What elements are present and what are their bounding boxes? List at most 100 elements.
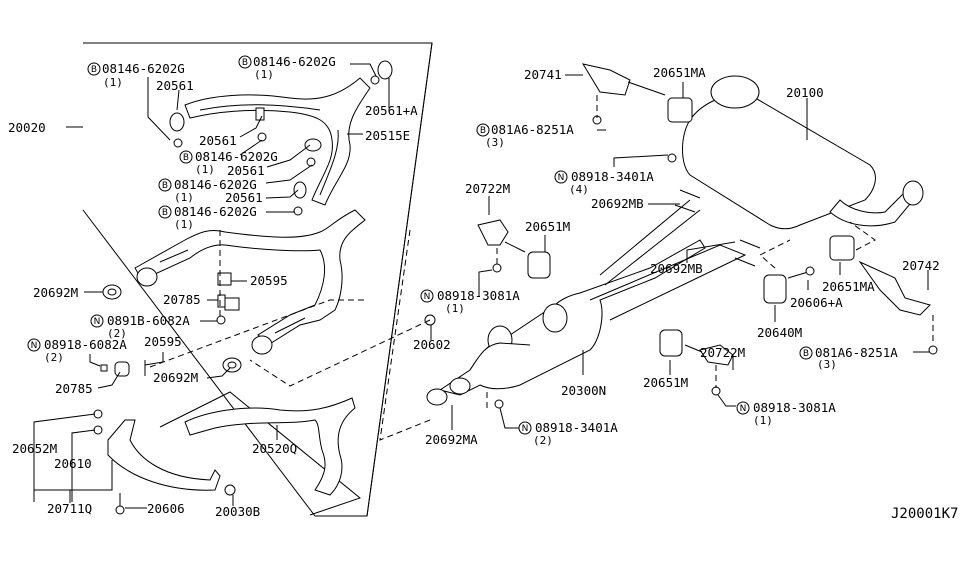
svg-text:(1): (1) bbox=[195, 163, 215, 176]
svg-text:08146-6202G: 08146-6202G bbox=[102, 61, 185, 76]
label-20030B: 20030B bbox=[215, 504, 260, 519]
sensor-boss-20561-2[interactable] bbox=[255, 107, 265, 121]
svg-text:(3): (3) bbox=[485, 136, 505, 149]
nut-icon bbox=[494, 399, 504, 409]
svg-text:08918-3401A: 08918-3401A bbox=[535, 420, 618, 435]
label-20602: 20602 bbox=[413, 337, 451, 352]
svg-text:N: N bbox=[522, 424, 529, 434]
bracket-20722M-2[interactable] bbox=[684, 344, 734, 366]
nut-20652M[interactable] bbox=[93, 409, 103, 419]
svg-text:08918-3081A: 08918-3081A bbox=[753, 400, 836, 415]
svg-text:081A6-8251A: 081A6-8251A bbox=[815, 345, 898, 360]
rubber-mount-20651M-1[interactable] bbox=[527, 251, 551, 279]
svg-text:08918-6082A: 08918-6082A bbox=[44, 337, 127, 352]
rear-group-frame bbox=[379, 229, 431, 441]
nut-20030B[interactable] bbox=[224, 484, 236, 496]
heat-insulator-20520Q[interactable] bbox=[184, 397, 356, 496]
gasket-20692MB[interactable] bbox=[674, 189, 761, 267]
svg-text:(2): (2) bbox=[533, 434, 553, 447]
nut-20610[interactable] bbox=[93, 425, 103, 435]
bracket-20722M-1[interactable] bbox=[477, 219, 526, 253]
rubber-mount-20651MA-2[interactable] bbox=[829, 235, 855, 261]
seal-ring-20561-4[interactable] bbox=[293, 181, 307, 199]
gasket-20692MA[interactable] bbox=[426, 377, 471, 406]
label-20595: 20595 bbox=[144, 334, 182, 349]
label-20100: 20100 bbox=[786, 85, 824, 100]
seal-ring-20561-1[interactable] bbox=[169, 112, 185, 132]
svg-text:(3): (3) bbox=[817, 358, 837, 371]
callout-n4: N 08918-3081A (1) bbox=[420, 288, 520, 315]
rubber-mount-20651MA-1[interactable] bbox=[667, 97, 693, 123]
label-20020: 20020 bbox=[8, 120, 46, 135]
label-20785: 20785 bbox=[55, 381, 93, 396]
svg-text:08146-6202G: 08146-6202G bbox=[174, 177, 257, 192]
label-20692MB: 20692MB bbox=[591, 196, 644, 211]
label-20640M: 20640M bbox=[757, 325, 802, 340]
svg-text:N: N bbox=[31, 341, 38, 351]
oxygen-sensor-bracket-20595[interactable] bbox=[217, 272, 232, 286]
label-20561: 20561 bbox=[225, 190, 263, 205]
seal-ring-20561-plus-a[interactable] bbox=[377, 60, 393, 80]
svg-text:08918-3401A: 08918-3401A bbox=[571, 169, 654, 184]
svg-text:N: N bbox=[424, 292, 431, 302]
callout-n6: N 08918-3081A (1) bbox=[736, 400, 836, 427]
svg-text:(2): (2) bbox=[44, 351, 64, 364]
label-20561: 20561 bbox=[199, 133, 237, 148]
label-20651MA: 20651MA bbox=[822, 279, 875, 294]
label-20722M: 20722M bbox=[700, 345, 745, 360]
svg-text:(1): (1) bbox=[445, 302, 465, 315]
bolt-20606[interactable] bbox=[115, 493, 125, 515]
callout-b5: B 08146-6202G (1) bbox=[158, 204, 257, 231]
svg-text:B: B bbox=[183, 153, 189, 163]
label-20300N: 20300N bbox=[561, 383, 606, 398]
gasket-20692M-2[interactable] bbox=[222, 357, 242, 373]
bolt-20606-plus-a[interactable] bbox=[787, 266, 815, 279]
center-muffler-20300N[interactable] bbox=[438, 199, 747, 396]
bracket-20742[interactable] bbox=[858, 260, 931, 316]
svg-text:081A6-8251A: 081A6-8251A bbox=[491, 122, 574, 137]
main-muffler-20100[interactable] bbox=[682, 75, 924, 230]
svg-text:B: B bbox=[162, 208, 168, 218]
label-20520Q: 20520Q bbox=[252, 441, 297, 456]
bracket-20711Q[interactable] bbox=[107, 419, 221, 491]
svg-text:0891B-6082A: 0891B-6082A bbox=[107, 313, 190, 328]
callout-b2: B 08146-6202G (1) bbox=[238, 54, 336, 81]
svg-text:08146-6202G: 08146-6202G bbox=[253, 54, 336, 69]
callout-n5: N 08918-3401A (2) bbox=[518, 420, 618, 447]
rubber-mount-20640M[interactable] bbox=[763, 274, 787, 304]
seal-ring-20561-3[interactable] bbox=[304, 138, 322, 152]
front-exhaust-tube-20020[interactable] bbox=[134, 209, 366, 355]
svg-text:B: B bbox=[480, 126, 486, 136]
label-20561: 20561 bbox=[227, 163, 265, 178]
bracket-20741[interactable] bbox=[581, 63, 666, 96]
label-20606: 20606 bbox=[147, 501, 185, 516]
svg-text:(4): (4) bbox=[569, 183, 589, 196]
label-20692MB: 20692MB bbox=[650, 261, 703, 276]
rubber-mount-20651M-2[interactable] bbox=[659, 329, 683, 357]
svg-text:08146-6202G: 08146-6202G bbox=[174, 204, 257, 219]
label-20722M: 20722M bbox=[465, 181, 510, 196]
nut-icon bbox=[711, 386, 721, 396]
callout-b1: B 08146-6202G (1) bbox=[87, 61, 185, 89]
label-20692M: 20692M bbox=[153, 370, 198, 385]
svg-text:B: B bbox=[242, 58, 248, 68]
gasket-20692M-1[interactable] bbox=[102, 284, 122, 300]
svg-text:08146-6202G: 08146-6202G bbox=[195, 149, 278, 164]
frame-divider bbox=[366, 42, 433, 517]
label-20692MA: 20692MA bbox=[425, 432, 478, 447]
svg-text:(1): (1) bbox=[753, 414, 773, 427]
label-20561-plus-a: 20561+A bbox=[365, 103, 418, 118]
label-20515E: 20515E bbox=[365, 128, 410, 143]
callout-b4: B 08146-6202G (1) bbox=[158, 177, 257, 204]
label-20692M: 20692M bbox=[33, 285, 78, 300]
bolt-icon bbox=[928, 345, 938, 355]
connector-20785-2[interactable] bbox=[100, 361, 130, 377]
svg-text:08918-3081A: 08918-3081A bbox=[437, 288, 520, 303]
front-exhaust-tube-20515E[interactable] bbox=[184, 77, 371, 206]
nut-icon bbox=[216, 315, 226, 325]
connector-20785-1[interactable] bbox=[217, 294, 240, 311]
label-20561: 20561 bbox=[156, 78, 194, 93]
callout-b7: B 081A6-8251A (3) bbox=[799, 345, 898, 371]
svg-text:(1): (1) bbox=[174, 191, 194, 204]
